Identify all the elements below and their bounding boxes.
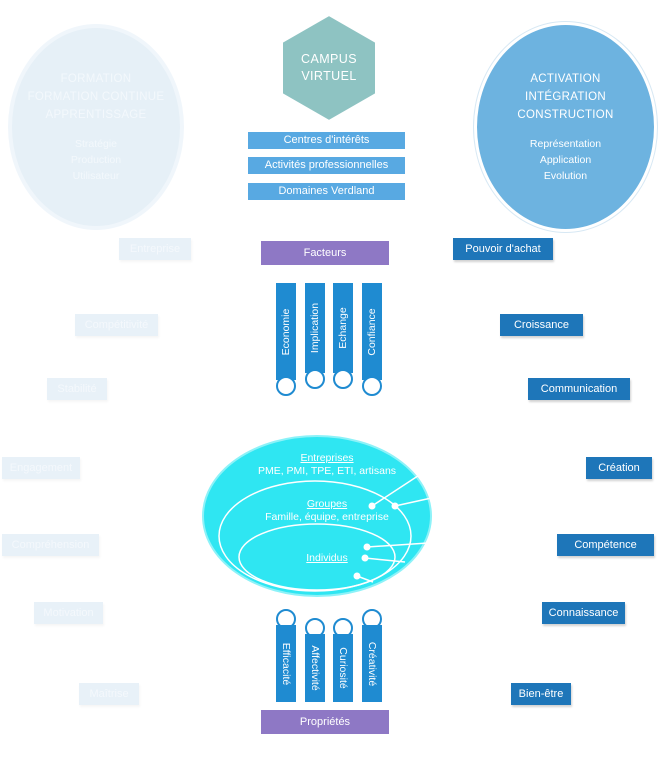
left-label-engagement: Engagement — [2, 457, 80, 479]
property-bar-curiosite: Curiosité — [333, 634, 353, 702]
factor-bar-label: Echange — [337, 307, 349, 349]
right-circle: ACTIVATION INTÉGRATION CONSTRUCTION Repr… — [474, 22, 657, 232]
topic-box-domains: Domaines Verdland — [248, 183, 405, 200]
left-label-maitrise: Maîtrise — [79, 683, 139, 705]
campus-hexagon: CAMPUS VIRTUEL — [280, 13, 378, 123]
left-circle-title-line: FORMATION CONTINUE — [27, 91, 165, 103]
left-label-competitivite: Compétitivité — [75, 314, 158, 336]
groupes-sub: Famille, équipe, entreprise — [265, 511, 389, 523]
left-circle: FORMATION FORMATION CONTINUE APPRENTISSA… — [8, 24, 184, 230]
right-circle-title-line: ACTIVATION — [530, 73, 601, 85]
proprietes-box: Propriétés — [261, 710, 389, 734]
right-label-croissance: Croissance — [500, 314, 583, 336]
facteurs-box: Facteurs — [261, 241, 389, 265]
left-circle-title: FORMATION FORMATION CONTINUE APPRENTISSA… — [28, 70, 165, 124]
ellipse-individus: Individus — [240, 552, 414, 565]
property-bar-label: Créativité — [366, 641, 378, 686]
left-circle-subtitle: Stratégie Production Utilisateur — [71, 136, 121, 184]
audience-ellipses — [202, 435, 446, 597]
hexagon-label: CAMPUS VIRTUEL — [280, 51, 378, 85]
ellipse-entreprises: Entreprises PME, PMI, TPE, ETI, artisans — [240, 452, 414, 478]
right-circle-sub-line: Représentation — [529, 138, 602, 150]
right-circle-subtitle: Représentation Application Evolution — [530, 136, 601, 184]
factor-bar-implication: Implication — [305, 283, 325, 373]
factor-knob — [305, 369, 325, 389]
factor-knob — [333, 369, 353, 389]
entreprises-sub: PME, PMI, TPE, ETI, artisans — [257, 465, 397, 477]
left-circle-sub-line: Utilisateur — [72, 170, 120, 182]
right-circle-sub-line: Evolution — [543, 170, 588, 182]
topic-box-interests: Centres d'intérêts — [248, 132, 405, 149]
factor-bar-label: Economie — [280, 308, 292, 355]
right-circle-title-line: CONSTRUCTION — [517, 109, 614, 121]
factor-bar-confiance: Confiance — [362, 283, 382, 380]
topic-box-activities: Activités professionnelles — [248, 157, 405, 174]
right-circle-sub-line: Application — [539, 154, 592, 166]
groupes-title: Groupes — [306, 498, 348, 510]
individus-title: Individus — [306, 552, 348, 564]
right-label-connaissance: Connaissance — [542, 602, 625, 624]
property-bar-label: Efficacité — [280, 642, 292, 685]
hexagon-line: CAMPUS — [301, 52, 357, 66]
right-circle-title: ACTIVATION INTÉGRATION CONSTRUCTION — [517, 70, 613, 124]
left-circle-sub-line: Production — [70, 154, 122, 166]
left-circle-title-line: FORMATION — [60, 73, 132, 85]
left-circle-sub-line: Stratégie — [74, 138, 117, 150]
entreprises-title: Entreprises — [300, 452, 354, 464]
property-bar-label: Curiosité — [337, 647, 349, 689]
right-circle-title-line: INTÉGRATION — [524, 91, 607, 103]
property-bar-affectivite: Affectivité — [305, 634, 325, 702]
right-label-pouvoir-achat: Pouvoir d'achat — [453, 238, 553, 260]
factor-bar-echange: Echange — [333, 283, 353, 373]
factor-bar-economie: Economie — [276, 283, 296, 380]
left-circle-title-line: APPRENTISSAGE — [45, 109, 147, 121]
left-label-motivation: Motivation — [34, 602, 103, 624]
left-label-stabilite: Stabilité — [47, 378, 107, 400]
factor-knob — [276, 376, 296, 396]
factor-bar-label: Confiance — [366, 307, 378, 356]
right-label-bien-etre: Bien-être — [511, 683, 571, 705]
right-label-communication: Communication — [528, 378, 630, 400]
hexagon-line: VIRTUEL — [301, 69, 357, 83]
ellipse-groupes: Groupes Famille, équipe, entreprise — [240, 498, 414, 524]
right-label-competence: Compétence — [557, 534, 654, 556]
left-label-entreprise: Entreprise — [119, 238, 191, 260]
right-label-creation: Création — [586, 457, 652, 479]
property-bar-label: Affectivité — [309, 645, 321, 691]
hexagon-shape — [281, 13, 377, 123]
factor-knob — [362, 376, 382, 396]
property-bar-efficacite: Efficacité — [276, 625, 296, 702]
property-bar-creativite: Créativité — [362, 625, 382, 702]
factor-bar-label: Implication — [309, 302, 321, 354]
left-label-comprehension: Compréhension — [2, 534, 99, 556]
